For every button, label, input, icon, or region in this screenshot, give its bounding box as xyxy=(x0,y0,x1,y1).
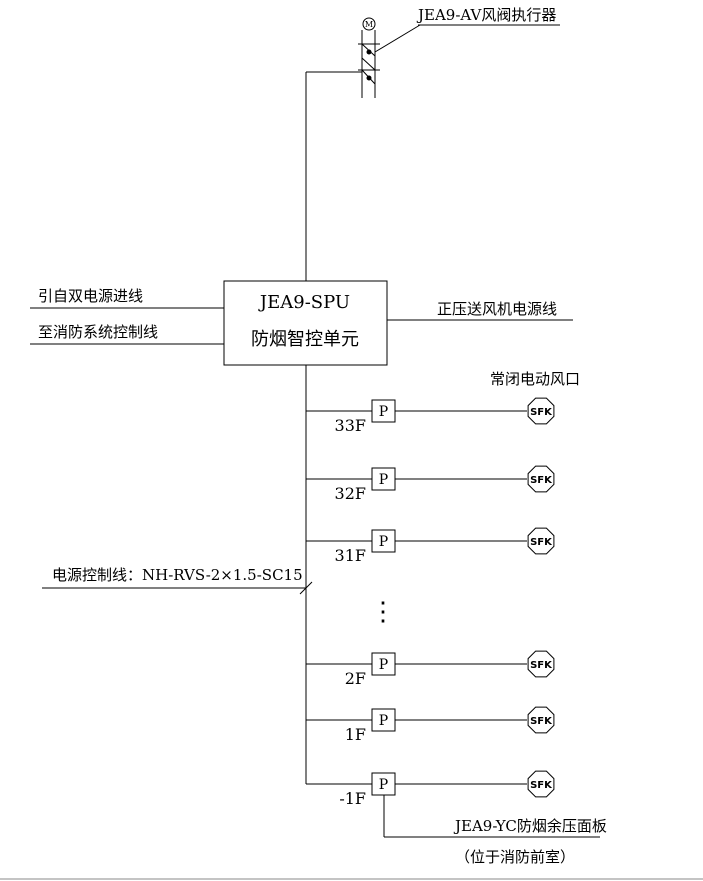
panel-label: P xyxy=(379,713,388,729)
sfk-label: SFK xyxy=(530,475,553,486)
panel-label: P xyxy=(379,404,388,420)
sfk-label: SFK xyxy=(530,537,553,548)
pressure-panel-note: （位于消防前室） xyxy=(455,848,575,866)
panel-label: P xyxy=(379,657,388,673)
floor-label: 1F xyxy=(345,725,366,744)
floor-branch: P SFK -1F xyxy=(306,770,555,808)
motor-icon xyxy=(362,17,376,31)
sfk-octagon-icon xyxy=(527,465,555,493)
floor-branch: P SFK 32F xyxy=(306,465,555,503)
control-unit-name: 防烟智控单元 xyxy=(251,329,359,350)
panel-label: P xyxy=(379,777,388,793)
floor-label: 31F xyxy=(335,546,366,565)
control-unit-model: JEA9-SPU xyxy=(258,292,350,313)
sfk-octagon-icon xyxy=(527,650,555,678)
sfk-label: SFK xyxy=(530,660,553,671)
floor-branch: P SFK 1F xyxy=(306,706,555,744)
pressure-panel-label: JEA9-YC防烟余压面板 xyxy=(453,817,607,835)
sfk-octagon-icon xyxy=(527,527,555,555)
sfk-label: SFK xyxy=(530,780,553,791)
floor-label: 33F xyxy=(335,416,366,435)
sfk-octagon-icon xyxy=(527,397,555,425)
motor-symbol-label: M xyxy=(365,20,373,29)
floor-branch: P SFK 33F xyxy=(306,397,555,435)
damper-actuator-symbol xyxy=(358,17,380,98)
panel-label: P xyxy=(379,534,388,550)
sfk-octagon-icon xyxy=(527,770,555,798)
sfk-octagon-icon xyxy=(527,706,555,734)
floor-branches: P SFK 33F P SFK 32F P SFK 31F P SFK 2F P SFK 1F P SFK -1F xyxy=(306,397,555,808)
actuator-label: JEA9-AV风阀执行器 xyxy=(416,6,556,24)
control-cable-label: 电源控制线：NH-RVS-2×1.5-SC15 xyxy=(52,566,303,584)
fan-power-label: 正压送风机电源线 xyxy=(437,300,557,318)
cable-tick-mark xyxy=(299,581,313,595)
sfk-label: SFK xyxy=(530,716,553,727)
floor-ellipsis: ⋮ xyxy=(370,597,396,627)
floor-branch: P SFK 2F xyxy=(306,650,555,688)
fire-ctrl-label: 至消防系统控制线 xyxy=(38,323,158,341)
floor-branch: P SFK 31F xyxy=(306,527,555,565)
power-in-label: 引自双电源进线 xyxy=(38,287,143,305)
floor-label: -1F xyxy=(339,789,366,808)
floor-label: 2F xyxy=(345,669,366,688)
floor-label: 32F xyxy=(335,484,366,503)
vent-title: 常闭电动风口 xyxy=(490,370,580,388)
sfk-label: SFK xyxy=(530,407,553,418)
actuator-leader-line xyxy=(374,24,421,53)
panel-label: P xyxy=(379,472,388,488)
